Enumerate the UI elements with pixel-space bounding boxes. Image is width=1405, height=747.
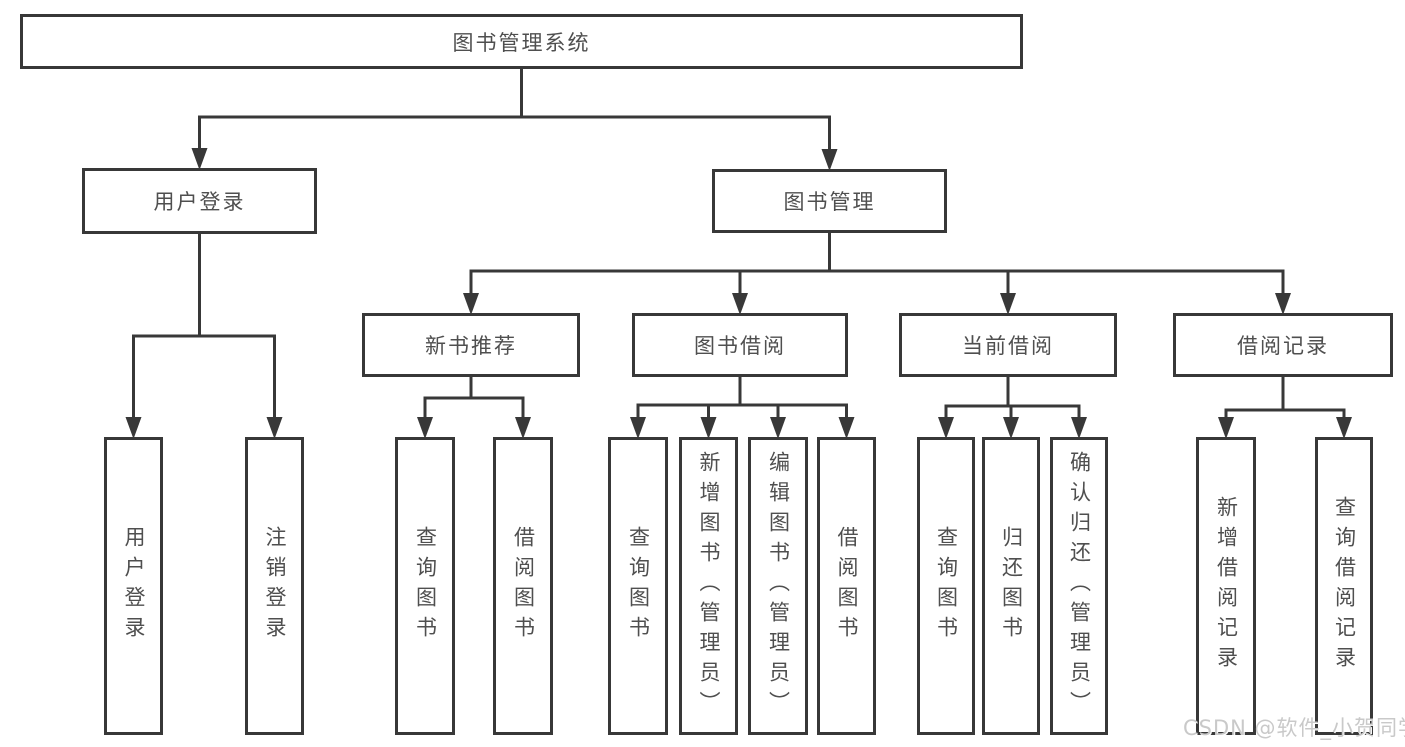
arrowhead-icon [700,417,717,439]
arrowhead-icon [515,417,531,439]
arrowhead-icon [417,417,433,439]
arrowhead-icon [191,148,208,170]
arrowhead-icon [1275,293,1291,315]
node-leaf-cb-query: 查询图书 [917,437,975,735]
arrowhead-icon [125,417,142,439]
arrowhead-icon [821,149,838,171]
node-user-login: 用户登录 [82,168,317,234]
node-leaf-nb-query: 查询图书 [395,437,455,735]
node-label-leaf-nb-borrow: 借阅图书 [511,526,536,646]
arrowhead-icon [1336,417,1352,439]
node-leaf-cb-confirm: 确认归还（管理员） [1050,437,1108,735]
arrowhead-icon [266,417,283,439]
node-new-book: 新书推荐 [362,313,580,377]
arrowhead-icon [1000,293,1016,315]
node-label-leaf-bb-edit: 编辑图书（管理员） [766,451,791,721]
node-label-book-borrow: 图书借阅 [694,334,786,358]
arrowhead-icon [1218,417,1234,439]
node-root: 图书管理系统 [20,14,1023,69]
node-leaf-logout: 注销登录 [245,437,304,735]
node-leaf-bb-add: 新增图书（管理员） [679,437,738,735]
node-label-leaf-bb-borrow: 借阅图书 [835,526,859,646]
node-label-leaf-user-login: 用户登录 [122,526,146,646]
arrowhead-icon [732,293,748,315]
node-leaf-cb-return: 归还图书 [982,437,1040,735]
node-label-leaf-nb-query: 查询图书 [413,526,438,646]
node-leaf-bb-query: 查询图书 [608,437,668,735]
node-leaf-br-query: 查询借阅记录 [1315,437,1373,735]
node-label-leaf-cb-query: 查询图书 [934,526,959,646]
node-label-new-book: 新书推荐 [425,334,517,358]
node-leaf-user-login: 用户登录 [104,437,163,735]
node-label-root: 图书管理系统 [452,30,591,55]
arrowhead-icon [1003,417,1019,439]
node-label-current-borrow: 当前借阅 [962,334,1054,358]
node-label-book-mgmt: 图书管理 [783,190,876,214]
node-borrow-records: 借阅记录 [1173,313,1393,377]
arrowhead-icon [1071,417,1087,439]
node-label-leaf-bb-query: 查询图书 [626,526,651,646]
arrowhead-icon [938,417,954,439]
node-leaf-nb-borrow: 借阅图书 [493,437,553,735]
watermark-text: CSDN @软件_小贺同学 [1183,716,1405,740]
node-label-leaf-cb-confirm: 确认归还（管理员） [1067,451,1092,721]
node-label-leaf-br-add: 新增借阅记录 [1214,496,1239,676]
arrowhead-icon [463,293,479,315]
arrowhead-icon [838,417,855,439]
node-label-leaf-cb-return: 归还图书 [999,526,1024,646]
node-label-leaf-logout: 注销登录 [263,526,287,646]
node-leaf-bb-edit: 编辑图书（管理员） [748,437,808,735]
node-label-user-login: 用户登录 [153,190,246,214]
node-label-borrow-records: 借阅记录 [1237,334,1329,358]
node-book-mgmt: 图书管理 [712,169,947,233]
node-leaf-bb-borrow: 借阅图书 [817,437,876,735]
node-book-borrow: 图书借阅 [632,313,848,377]
node-leaf-br-add: 新增借阅记录 [1196,437,1256,735]
node-label-leaf-br-query: 查询借阅记录 [1332,496,1357,676]
node-label-leaf-bb-add: 新增图书（管理员） [697,451,721,721]
arrowhead-icon [770,417,786,439]
arrowhead-icon [630,417,646,439]
node-current-borrow: 当前借阅 [899,313,1117,377]
